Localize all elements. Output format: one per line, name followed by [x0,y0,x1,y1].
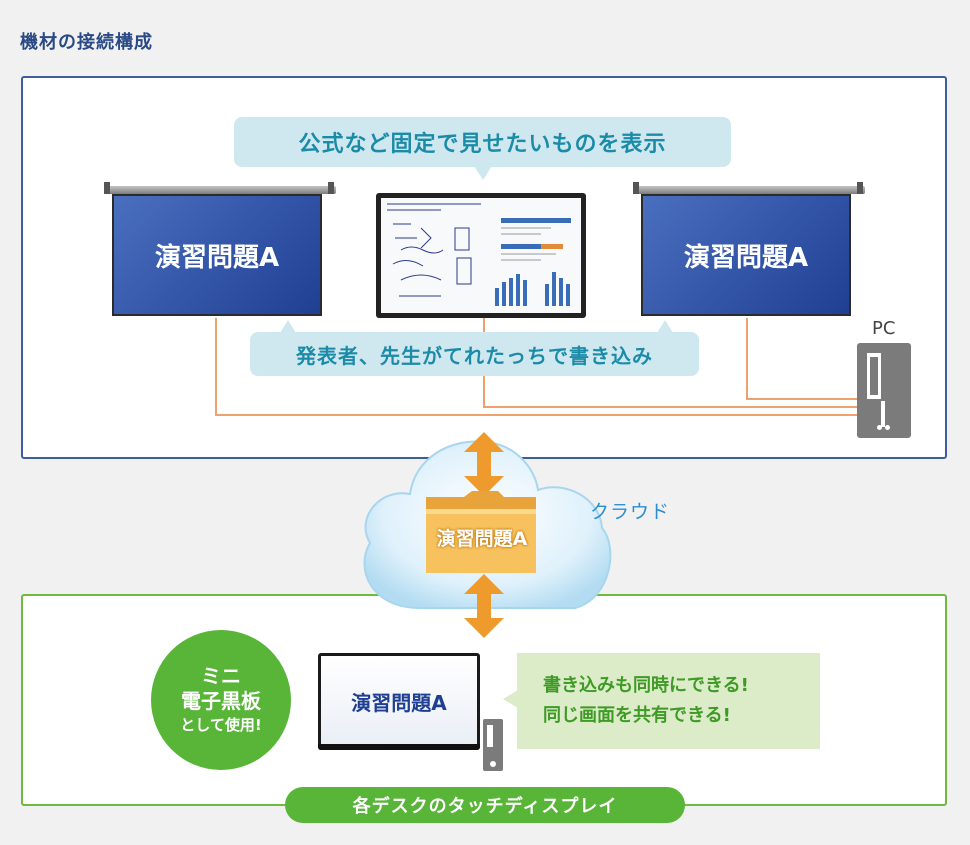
left-projector [104,186,336,194]
bubble-tail [474,166,492,180]
bubble-tail-right [657,320,673,333]
desk-display-stand [318,744,480,750]
page-title: 機材の接続構成 [20,32,153,53]
projector-bracket [633,182,639,194]
cloud-label: クラウド [590,501,671,523]
presenter-writing-bubble: 発表者、先生がてれたっちで書き込み [250,332,699,376]
projector-screen-housing [104,186,336,194]
feature-bubble: 書き込みも同時にできる! 同じ画面を共有できる! [517,653,820,749]
electronic-whiteboard-monitor [376,193,586,318]
feature-line-2: 同じ画面を共有できる! [543,705,731,726]
desk-display-label: 各デスクのタッチディスプレイ [285,787,685,823]
left-projector-screen: 演習問題A [112,194,322,316]
desk-display-screen: 演習問題A [321,656,477,747]
pc-drive-bay [870,357,878,395]
whiteboard-sketch [387,203,571,306]
bubble-tail [503,690,518,708]
desk-pc-icon [483,719,503,771]
sync-arrow-top [464,432,504,496]
badge-line-2: 電子黒板 [181,689,261,713]
pc-label: PC [872,318,896,339]
folder-icon [426,491,536,573]
pc-tower-icon [857,343,911,438]
right-projector-cable [746,318,857,400]
pc-button [877,425,882,430]
bubble-tail-left [280,320,296,333]
left-projector-cable [215,318,857,416]
display-fixed-content-bubble: 公式など固定で見せたいものを表示 [234,117,731,167]
projector-bracket [857,182,863,194]
desk-touch-display: 演習問題A [318,653,480,750]
pc-indicator [881,401,885,427]
feature-line-1: 書き込みも同時にできる! [543,675,749,696]
right-projector [633,186,865,194]
mini-whiteboard-badge: ミニ 電子黒板 として使用! [151,630,291,770]
desk-pc-button [490,761,496,767]
folder-label: 演習問題A [436,528,528,550]
projector-bracket [328,182,334,194]
desk-pc-drive [487,725,493,747]
badge-line-3: として使用! [180,716,262,734]
right-projector-screen: 演習問題A [641,194,851,316]
projector-screen-housing [633,186,865,194]
sync-arrow-bottom [464,574,504,638]
projector-bracket [104,182,110,194]
whiteboard-screen-content [381,198,581,313]
pc-button [885,425,890,430]
badge-line-1: ミニ [201,664,241,688]
